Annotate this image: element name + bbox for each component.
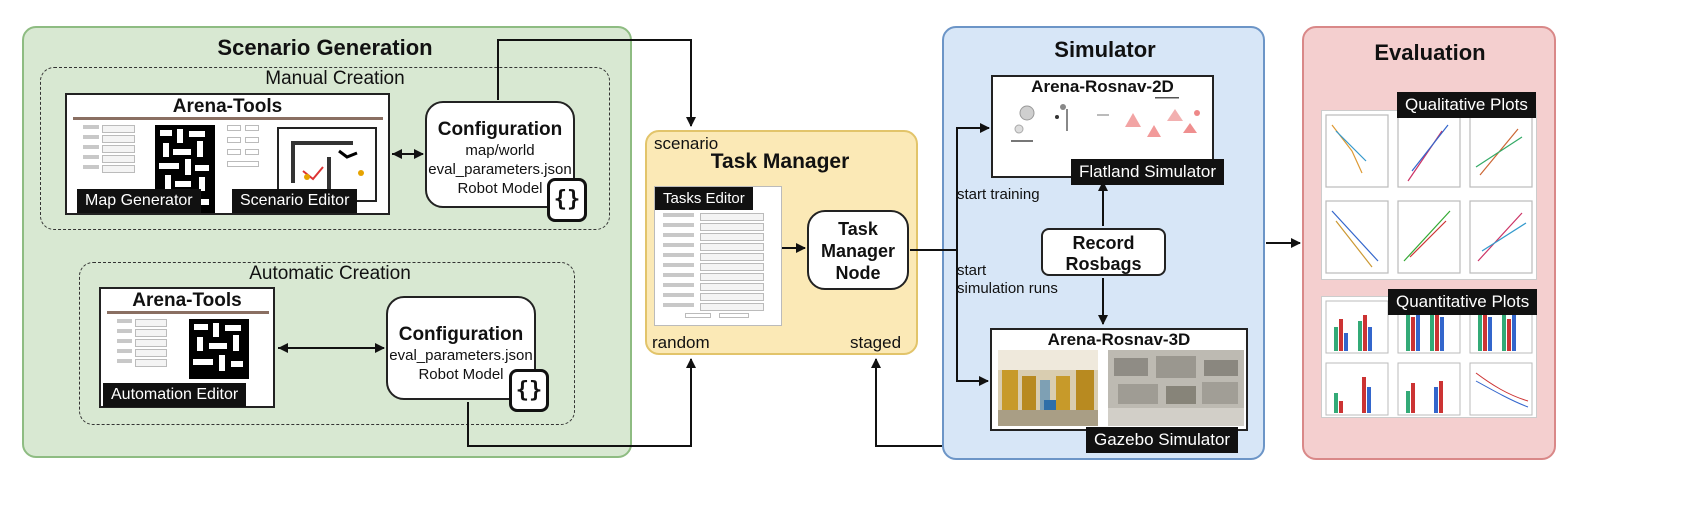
automatic-arena-tools-title: Arena-Tools (132, 290, 242, 311)
automatic-creation-title: Automatic Creation (249, 263, 411, 284)
arrow-simulator-to-staged (871, 358, 942, 447)
manual-config-line-2: eval_parameters.json (428, 161, 572, 178)
map-generator-label: Map Generator (77, 189, 201, 213)
manual-config-line-3: Robot Model (457, 180, 543, 197)
manual-arena-tools-screenshot: Arena-Tools Map Gener (65, 93, 390, 215)
tasks-editor-label: Tasks Editor (655, 187, 753, 210)
tasks-editor-screenshot: Tasks Editor (654, 186, 782, 326)
city-scene-preview (1108, 350, 1244, 426)
manual-config-line-1: map/world (465, 142, 535, 159)
flatland-simulator-label: Flatland Simulator (1071, 159, 1225, 185)
scenario-editor-label: Scenario Editor (232, 189, 358, 213)
arrow-to-arena-3d (956, 250, 989, 386)
task-manager-node-line-1: Task (838, 219, 878, 239)
arrow-auto-config-to-task-manager (467, 358, 696, 447)
task-manager-node-line-3: Node (835, 263, 881, 283)
start-simulation-line-2: simulation runs (957, 280, 1058, 297)
staged-mode-label: staged (850, 333, 902, 352)
automatic-arena-tools-screenshot: Arena-Tools Automation Editor (99, 287, 275, 408)
warehouse-scene-preview (998, 350, 1098, 426)
scenario-editor-panel-preview (227, 123, 275, 179)
task-manager-title: Task Manager (710, 150, 850, 173)
automatic-maze-preview (189, 319, 249, 379)
automatic-creation-group (79, 262, 575, 425)
scenario-generation-title: Scenario Generation (217, 35, 433, 60)
automatic-configuration-box: Configuration eval_parameters.json Robot… (386, 296, 536, 400)
manual-arena-tools-title: Arena-Tools (172, 96, 283, 117)
arrow-manual-config-to-task-manager (497, 39, 696, 127)
qualitative-plots-thumbnail (1321, 110, 1537, 280)
map-form (75, 125, 147, 175)
manual-creation-group (40, 67, 610, 230)
record-rosbags-line-2: Rosbags (1065, 254, 1142, 274)
automatic-config-line-2: Robot Model (418, 366, 504, 383)
quantitative-plots-label: Quantitative Plots (1388, 289, 1538, 315)
start-simulation-line-1: start (957, 262, 987, 279)
arena-rosnav-3d-title: Arena-Rosnav-3D (1047, 330, 1191, 349)
arena-rosnav-2d-title: Arena-Rosnav-2D (1031, 77, 1174, 96)
manual-creation-title: Manual Creation (265, 68, 405, 89)
arena-rosnav-2d-screenshot: Arena-Rosnav-2D Flatland Simulator (991, 75, 1225, 185)
manual-json-file-icon: {} (547, 178, 587, 222)
simulator-title: Simulator (1054, 37, 1156, 62)
quantitative-plots-thumbnail (1321, 296, 1537, 418)
arena-rosnav-3d-screenshot: Arena-Rosnav-3D Gazebo Simulator (990, 328, 1248, 453)
manual-configuration-title: Configuration (437, 119, 563, 140)
automation-form (109, 319, 179, 374)
task-manager-node: Task Manager Node (807, 210, 909, 290)
automation-editor-label: Automation Editor (103, 383, 247, 407)
automatic-json-file-icon: {} (509, 369, 549, 412)
scenario-input-label: scenario (654, 134, 719, 153)
start-training-label: start training (957, 186, 1040, 203)
flatland-scene-preview (1011, 97, 1200, 142)
qualitative-plots-label: Qualitative Plots (1397, 92, 1536, 118)
record-rosbags-box: Record Rosbags (1041, 228, 1166, 276)
record-rosbags-line-1: Record (1072, 233, 1135, 253)
toolbar-stripe (73, 117, 383, 120)
random-mode-label: random (652, 333, 710, 352)
automatic-configuration-title: Configuration (398, 324, 524, 345)
automatic-config-line-1: eval_parameters.json (389, 347, 533, 364)
arrow-to-arena-2d (956, 123, 990, 250)
task-manager-node-line-2: Manager (820, 241, 896, 261)
gazebo-simulator-label: Gazebo Simulator (1086, 427, 1239, 453)
tasks-editor-form (655, 213, 781, 321)
evaluation-title: Evaluation (1374, 40, 1486, 65)
